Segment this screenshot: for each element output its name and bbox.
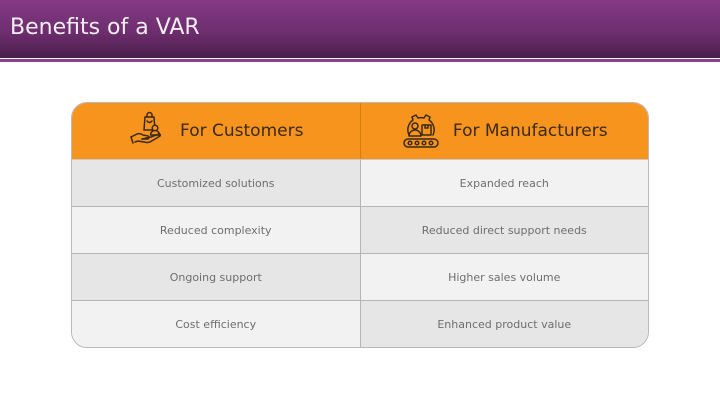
column-header-label: For Customers	[180, 121, 304, 141]
column-header-customers: For Customers	[72, 103, 361, 159]
table-header: For Customers For Manufacturers	[72, 103, 648, 159]
table-body: Customized solutions Expanded reach Redu…	[72, 159, 648, 347]
table-cell: Reduced direct support needs	[360, 207, 648, 253]
benefits-table: For Customers For Manufacturers Customiz…	[71, 102, 649, 348]
column-header-label: For Manufacturers	[452, 121, 608, 141]
column-header-manufacturers: For Manufacturers	[361, 103, 649, 159]
table-cell: Cost efficiency	[72, 301, 361, 347]
table-cell: Expanded reach	[360, 160, 648, 206]
table-cell: Ongoing support	[72, 254, 361, 300]
hand-shopping-bag-person-icon	[130, 111, 162, 144]
table-row: Reduced complexity Reduced direct suppor…	[72, 206, 648, 253]
slide-header: Benefits of a VAR	[0, 0, 720, 58]
table-row: Ongoing support Higher sales volume	[72, 253, 648, 300]
table-row: Cost efficiency Enhanced product value	[72, 300, 648, 347]
table-row: Customized solutions Expanded reach	[72, 159, 648, 206]
header-divider	[0, 59, 720, 62]
table-cell: Customized solutions	[72, 160, 361, 206]
gear-conveyor-person-box-icon	[403, 114, 439, 148]
header-divider-white	[0, 58, 720, 59]
table-cell: Enhanced product value	[360, 301, 648, 347]
table-cell: Higher sales volume	[360, 254, 648, 300]
table-cell: Reduced complexity	[72, 207, 361, 253]
slide-title: Benefits of a VAR	[10, 15, 200, 40]
